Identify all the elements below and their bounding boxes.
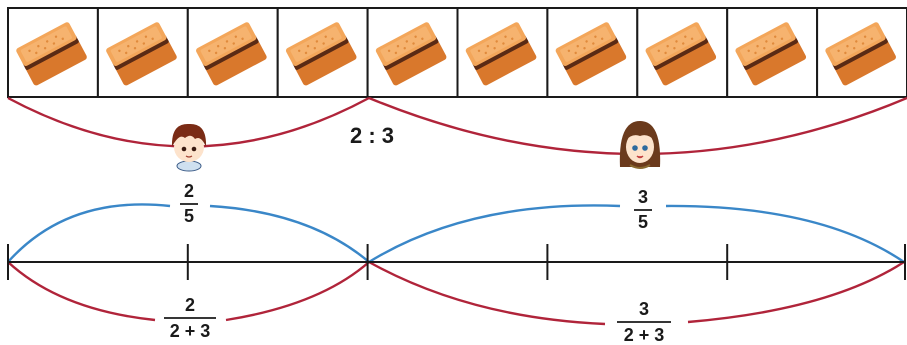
svg-text:2 + 3: 2 + 3: [624, 325, 665, 345]
red-arc-left: [8, 262, 155, 320]
fraction-boy-total: 2 5: [180, 181, 198, 226]
cookie-strip: [8, 8, 907, 97]
blue-arc-right: [369, 205, 620, 262]
svg-text:3: 3: [638, 187, 648, 207]
number-line: [8, 244, 905, 280]
blue-arc-left-2: [210, 206, 369, 262]
svg-text:3: 3: [639, 299, 649, 319]
svg-text:2 + 3: 2 + 3: [170, 321, 211, 341]
svg-text:5: 5: [184, 206, 194, 226]
ratio-label: 2 : 3: [350, 123, 394, 148]
blue-arc-right-2: [666, 206, 904, 262]
blue-arc-left: [8, 204, 170, 262]
red-arc-right-2: [688, 262, 904, 322]
svg-text:2: 2: [185, 295, 195, 315]
fraction-girl-sum: 3 2 + 3: [617, 299, 671, 345]
fraction-boy-sum: 2 2 + 3: [164, 295, 216, 341]
svg-text:5: 5: [638, 212, 648, 232]
red-arc-right: [369, 262, 605, 324]
boy-avatar-icon: [172, 124, 206, 171]
svg-text:2: 2: [184, 181, 194, 201]
girl-avatar-icon: [620, 121, 660, 168]
fraction-girl-total: 3 5: [634, 187, 652, 232]
red-arc-left-2: [226, 262, 369, 320]
